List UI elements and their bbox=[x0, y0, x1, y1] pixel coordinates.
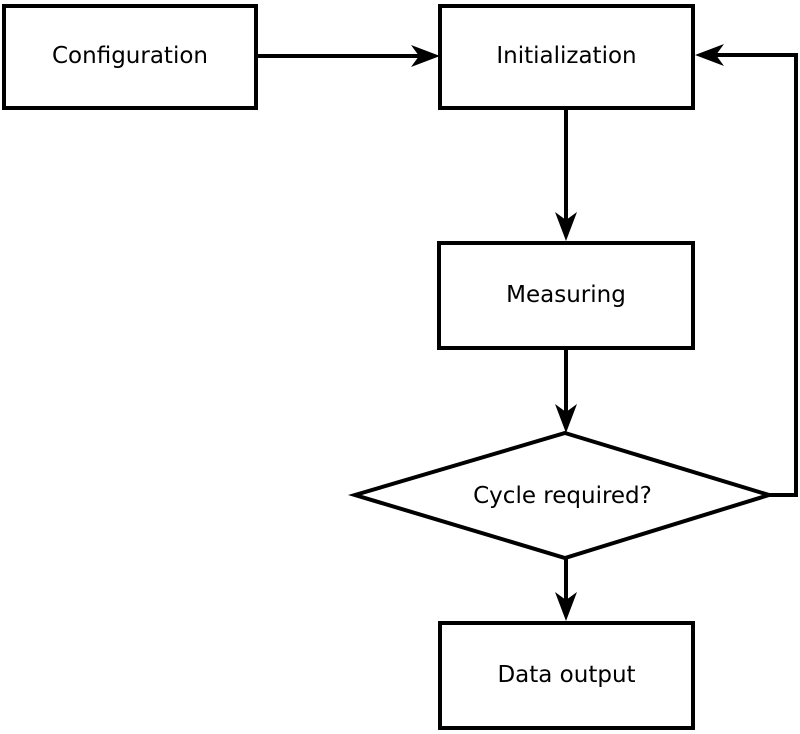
node-measuring: Measuring bbox=[437, 241, 695, 350]
arrowhead-down-into-measuring bbox=[555, 212, 577, 241]
arrowhead-down-into-cycle-required bbox=[555, 404, 577, 433]
node-cycle-required-label: Cycle required? bbox=[473, 482, 652, 509]
node-cycle-required: Cycle required? bbox=[355, 433, 770, 558]
node-configuration-label: Configuration bbox=[52, 43, 208, 70]
node-measuring-label: Measuring bbox=[506, 281, 626, 308]
node-data-output-label: Data output bbox=[497, 661, 636, 688]
arrowhead-down-into-data-output bbox=[555, 592, 577, 621]
edge-cycle-required-to-initialization-loop bbox=[701, 53, 798, 497]
node-initialization: Initialization bbox=[438, 4, 695, 110]
node-data-output: Data output bbox=[438, 621, 695, 730]
arrowhead-right-into-initialization bbox=[411, 45, 440, 67]
decision-diamond-shape bbox=[347, 430, 776, 561]
node-initialization-label: Initialization bbox=[496, 43, 637, 70]
node-configuration: Configuration bbox=[2, 4, 258, 110]
arrowhead-left-into-initialization bbox=[695, 44, 724, 66]
